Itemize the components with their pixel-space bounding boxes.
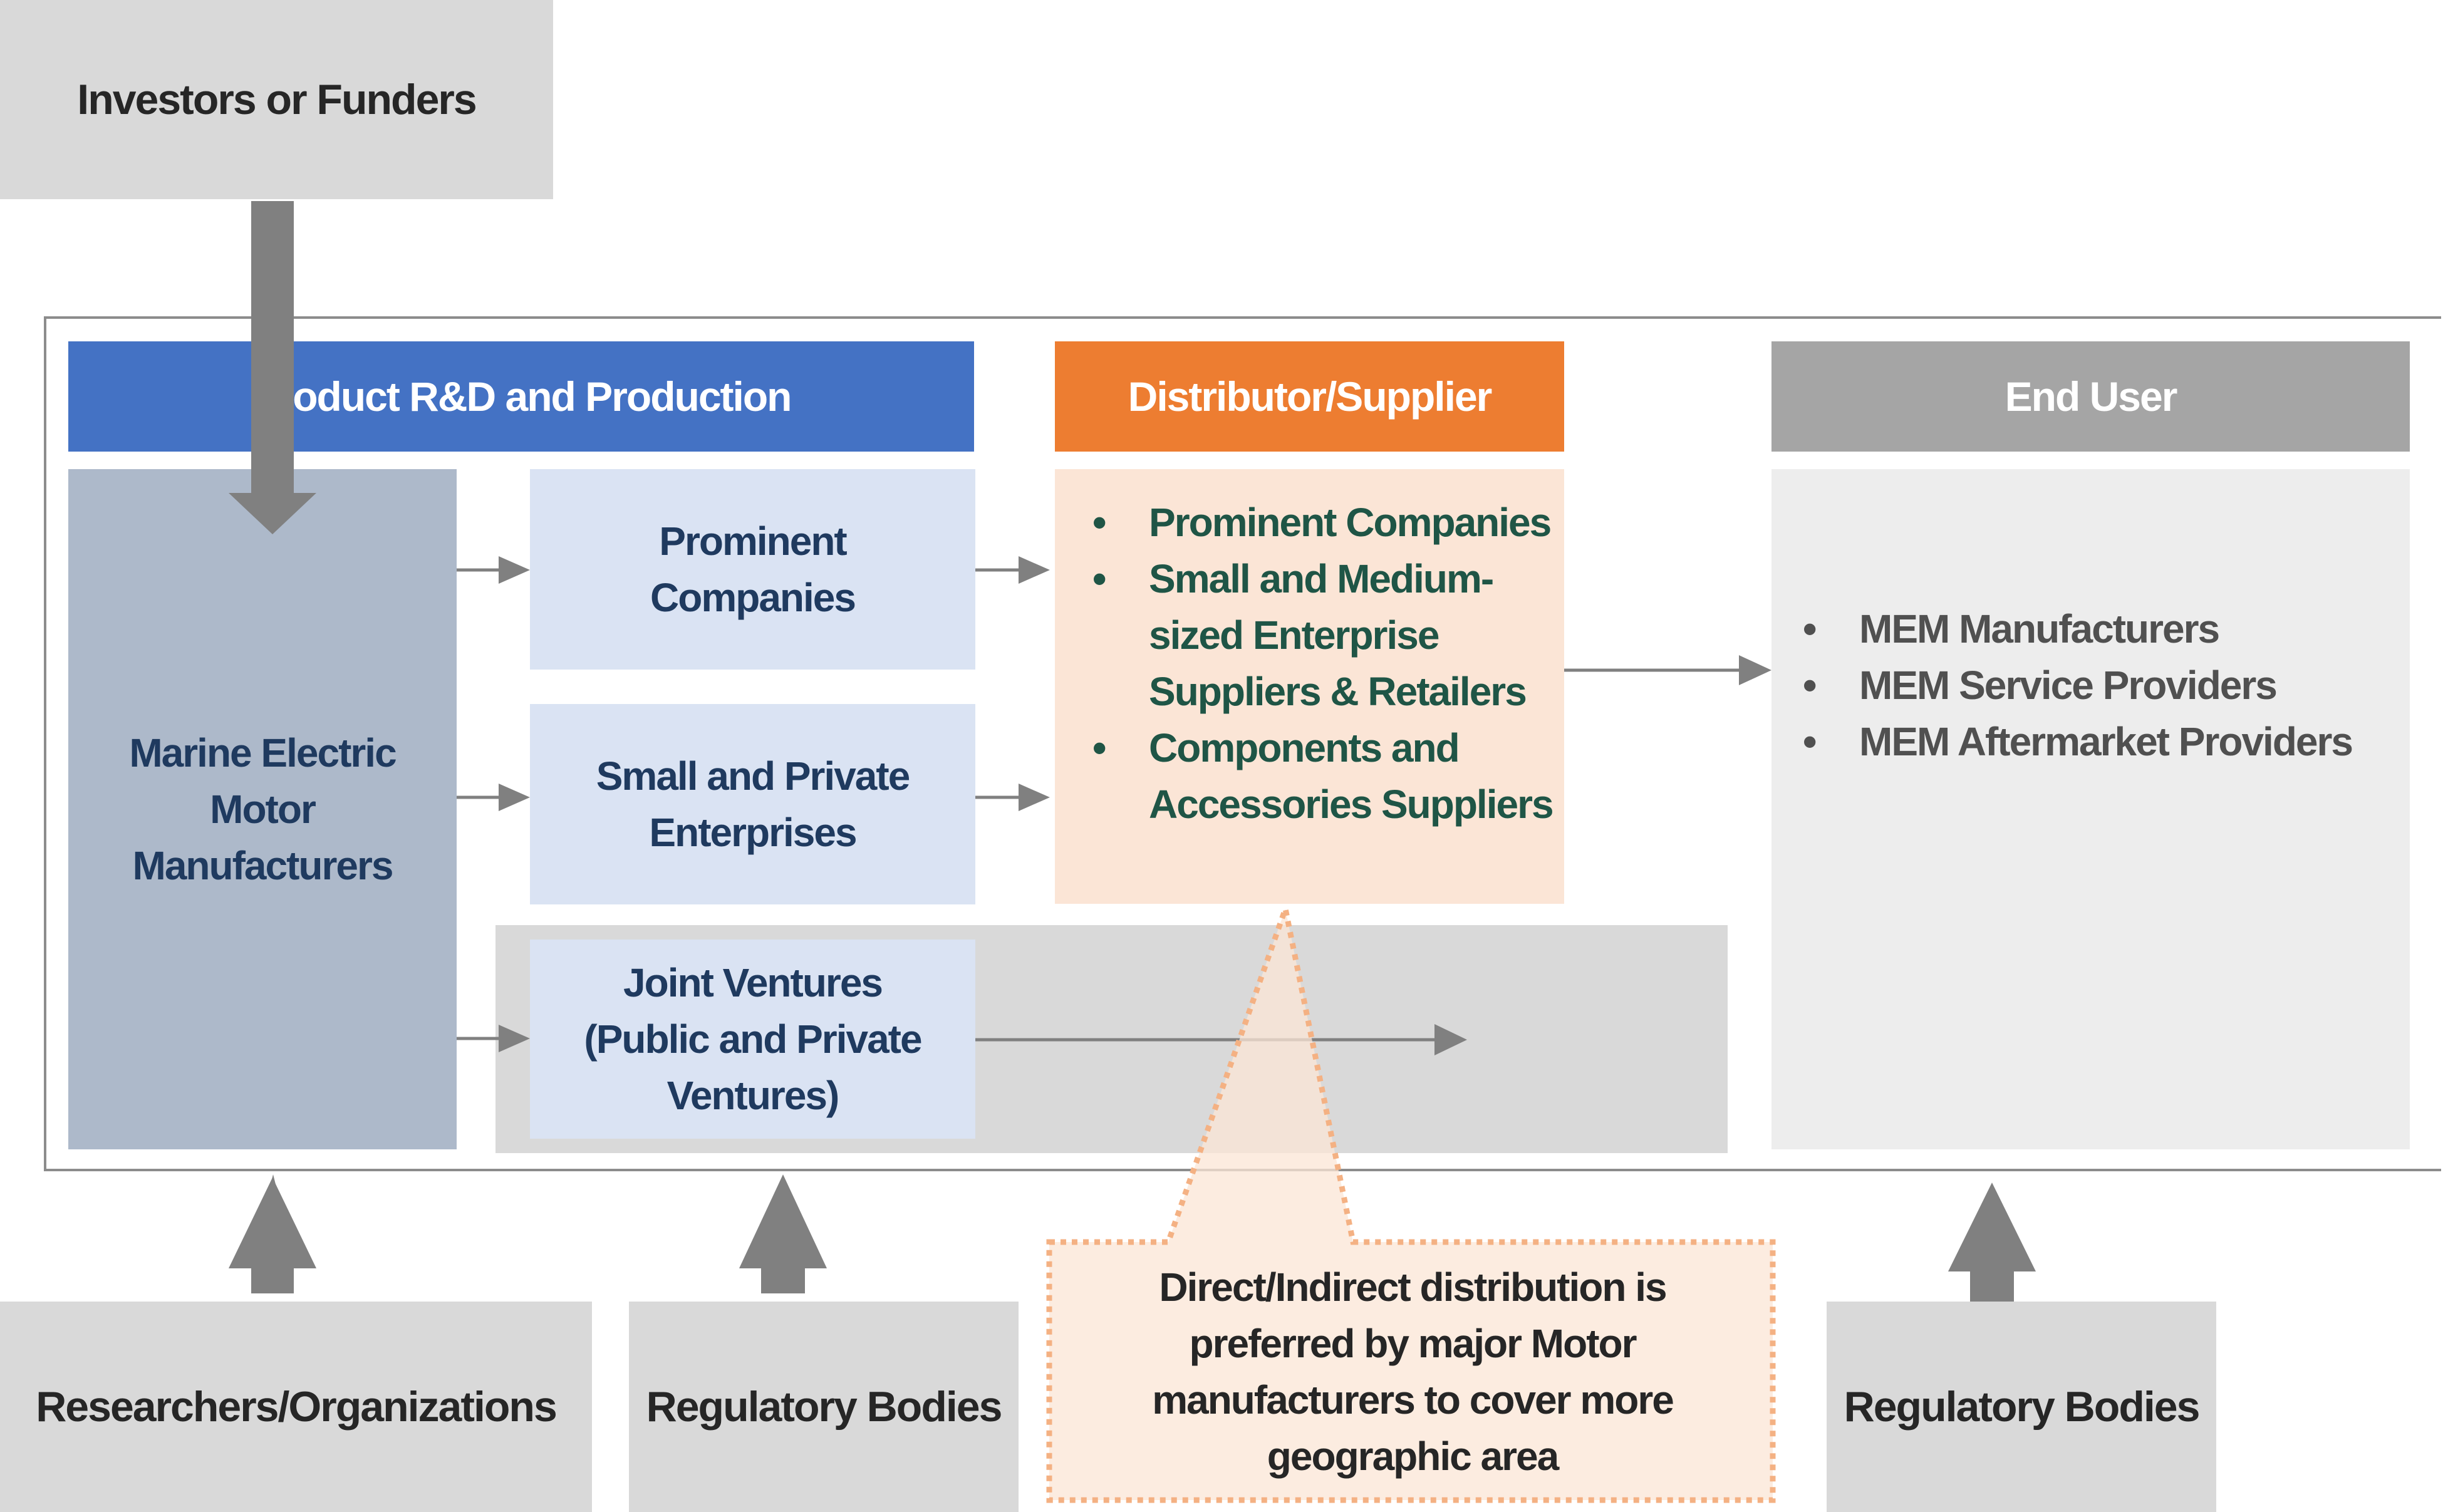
- distributor-item-line: Suppliers & Retailers: [1149, 669, 1527, 714]
- arrow-right-icon: [499, 556, 530, 584]
- small-private-line: Enterprises: [649, 810, 857, 855]
- callout-line: manufacturers to cover more: [1152, 1377, 1674, 1422]
- researchers-box: Researchers/Organizations: [0, 1302, 592, 1512]
- investors-box: Investors or Funders: [0, 0, 553, 199]
- regulatory-left-label: Regulatory Bodies: [646, 1383, 1003, 1431]
- bullet-icon: •: [1803, 606, 1817, 651]
- end-user-item-label: MEM Manufacturers: [1859, 606, 2220, 651]
- end-user-item: • MEM Service Providers: [1765, 657, 2410, 713]
- bullet-icon: •: [1803, 719, 1817, 764]
- manufacturers-line: Motor: [210, 787, 316, 832]
- arrow-right-icon: [1019, 784, 1050, 811]
- manufacturers-box: Marine Electric Motor Manufacturers: [68, 469, 457, 1149]
- distributor-item: • Small and Medium- sized Enterprise Sup…: [1055, 551, 1564, 720]
- arrow-right-icon: [1434, 1024, 1467, 1055]
- callout-line: preferred by major Motor: [1189, 1321, 1637, 1366]
- header-end-user-label: End User: [2005, 373, 2178, 420]
- arrow-up-regulatory-left-icon: [739, 1174, 827, 1293]
- callout-shape: [1046, 898, 1776, 1503]
- end-user-item-label: MEM Aftermarket Providers: [1859, 719, 2353, 764]
- header-distributor-label: Distributor/Supplier: [1128, 373, 1493, 420]
- manufacturers-line: Marine Electric: [129, 730, 397, 775]
- arrow-down-investors-icon: [229, 201, 316, 534]
- prominent-companies-box: Prominent Companies: [530, 469, 975, 670]
- end-user-item-label: MEM Service Providers: [1859, 663, 2278, 708]
- arrow-up-regulatory-right-icon: [1948, 1183, 2036, 1302]
- distributor-item-line: sized Enterprise: [1149, 613, 1439, 658]
- regulatory-right-label: Regulatory Bodies: [1844, 1383, 2201, 1431]
- distributor-item-line: Prominent Companies: [1149, 500, 1552, 545]
- prominent-line: Prominent: [659, 519, 847, 564]
- arrow-right-icon: [499, 784, 530, 811]
- researchers-label: Researchers/Organizations: [36, 1383, 558, 1431]
- bullet-icon: •: [1803, 663, 1817, 708]
- joint-ventures-line: (Public and Private: [584, 1017, 922, 1062]
- distributor-item-line: Components and: [1149, 725, 1460, 770]
- callout-line: geographic area: [1267, 1434, 1559, 1479]
- distributor-item-line: Accessories Suppliers: [1149, 782, 1554, 827]
- small-private-box: Small and Private Enterprises: [530, 704, 975, 904]
- arrow-right-icon: [499, 1025, 530, 1052]
- end-user-box: • MEM Manufacturers • MEM Service Provid…: [1771, 469, 2410, 1149]
- callout-text: Direct/Indirect distribution is preferre…: [1059, 1250, 1766, 1494]
- distributor-item: • Components and Accessories Suppliers: [1055, 720, 1564, 832]
- bullet-icon: •: [1092, 556, 1106, 601]
- arrow-up-researchers-shaft: [229, 1178, 316, 1293]
- distributor-list: • Prominent Companies • Small and Medium…: [1055, 494, 1564, 832]
- manufacturers-line: Manufacturers: [132, 843, 394, 888]
- callout-line: Direct/Indirect distribution is: [1159, 1265, 1667, 1310]
- joint-ventures-line: Joint Ventures: [623, 960, 883, 1005]
- end-user-item: • MEM Manufacturers: [1765, 601, 2410, 657]
- distributor-item: • Prominent Companies: [1055, 494, 1564, 551]
- end-user-item: • MEM Aftermarket Providers: [1765, 713, 2410, 770]
- distributor-box: • Prominent Companies • Small and Medium…: [1055, 469, 1564, 904]
- header-rnd: Product R&D and Production: [68, 341, 974, 452]
- prominent-line: Companies: [650, 575, 856, 620]
- arrow-right-icon: [1019, 556, 1050, 584]
- regulatory-bodies-right-box: Regulatory Bodies: [1827, 1302, 2216, 1512]
- regulatory-bodies-left-box: Regulatory Bodies: [629, 1302, 1019, 1512]
- header-rnd-label: Product R&D and Production: [251, 373, 792, 420]
- distributor-item-line: Small and Medium-: [1149, 556, 1494, 601]
- header-end-user: End User: [1771, 341, 2410, 452]
- end-user-list: • MEM Manufacturers • MEM Service Provid…: [1765, 601, 2410, 770]
- joint-ventures-box: Joint Ventures (Public and Private Ventu…: [530, 940, 975, 1139]
- header-distributor: Distributor/Supplier: [1055, 341, 1564, 452]
- bullet-icon: •: [1092, 500, 1106, 545]
- arrow-right-icon: [1739, 655, 1771, 685]
- small-private-line: Small and Private: [596, 753, 911, 799]
- bullet-icon: •: [1092, 725, 1106, 770]
- joint-ventures-line: Ventures): [667, 1073, 840, 1118]
- investors-label: Investors or Funders: [77, 76, 477, 123]
